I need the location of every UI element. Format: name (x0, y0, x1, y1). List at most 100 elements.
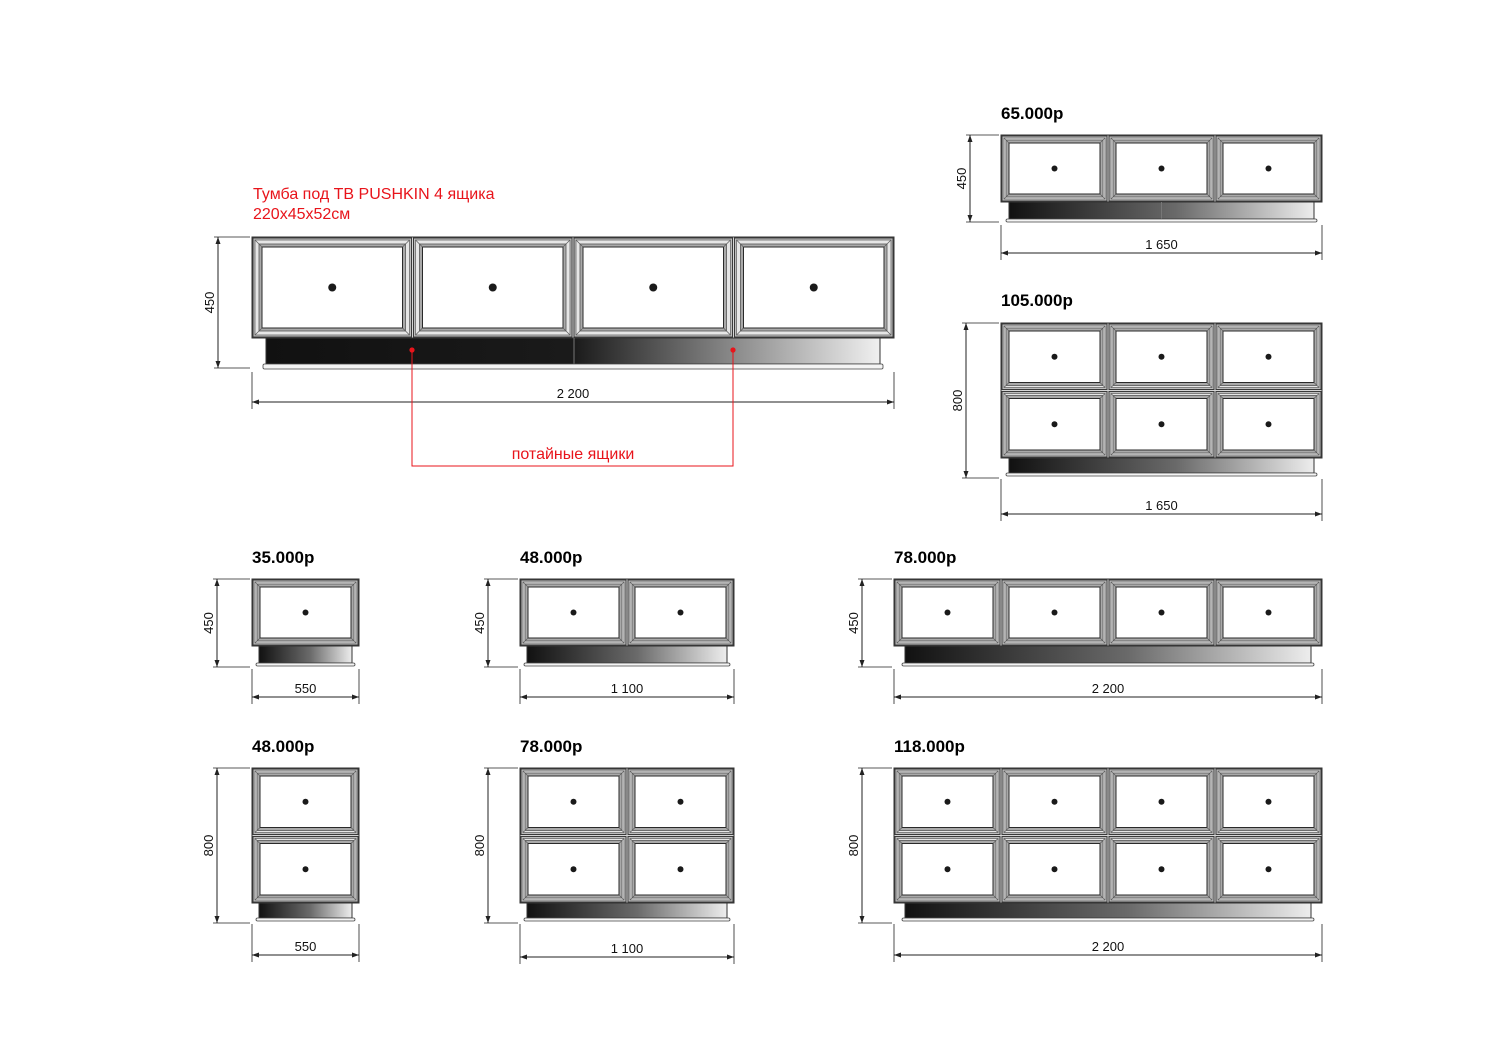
price-label: 118.000р (894, 737, 965, 756)
height-label: 450 (846, 612, 861, 634)
plinth (1008, 457, 1315, 474)
knob-icon (302, 866, 309, 873)
price-label: 48.000р (252, 737, 314, 756)
knob-icon (1158, 353, 1165, 360)
drawer-front (1215, 836, 1322, 903)
height-label: 450 (202, 292, 217, 314)
knob-icon (1051, 353, 1058, 360)
marker-dot (409, 347, 415, 353)
drawer-front (1108, 391, 1215, 458)
width-dimension: 1 100 (519, 924, 735, 964)
knob-icon (570, 798, 577, 805)
height-dimension: 800 (201, 767, 250, 924)
drawer-front (1001, 135, 1108, 202)
height-dimension: 450 (201, 578, 250, 668)
base-strip (523, 917, 731, 922)
knob-icon (570, 609, 577, 616)
width-dimension: 1 650 (1000, 479, 1323, 521)
width-label: 2 200 (1092, 681, 1125, 696)
marker-dot (730, 347, 736, 353)
drawer-front (1215, 323, 1322, 390)
width-dimension: 1 100 (519, 669, 735, 704)
knob-icon (1265, 866, 1272, 873)
drawer-front (1001, 323, 1108, 390)
height-label: 450 (472, 612, 487, 634)
base-strip (255, 662, 356, 667)
drawer-front (520, 836, 627, 903)
knob-icon (944, 798, 951, 805)
height-dimension: 450 (202, 236, 250, 369)
knob-icon (944, 866, 951, 873)
knob-icon (1158, 798, 1165, 805)
knob-icon (1158, 165, 1165, 172)
base-strip (523, 662, 731, 667)
hidden-drawers-callout (409, 347, 736, 467)
height-label: 800 (201, 835, 216, 857)
product-title: Тумба под ТВ PUSHKIN 4 ящика (253, 186, 495, 203)
price-label: 105.000р (1001, 291, 1073, 310)
drawer-front (1001, 768, 1108, 835)
drawer-front (894, 768, 1001, 835)
height-label: 800 (472, 835, 487, 857)
drawer-front (1215, 579, 1322, 646)
knob-icon (1158, 609, 1165, 616)
drawer-front (1215, 135, 1322, 202)
knob-icon (1265, 165, 1272, 172)
product-dimensions: 220х45х52см (253, 206, 350, 223)
width-label: 2 200 (1092, 939, 1125, 954)
width-dimension: 550 (251, 669, 360, 704)
base-strip (262, 363, 884, 370)
price-label: 35.000р (252, 548, 314, 567)
drawer-front (1001, 579, 1108, 646)
drawer-front (627, 836, 734, 903)
cabinet-unit-2200x450: 78.000р 450 2 200 (846, 548, 1323, 704)
knob-icon (1265, 609, 1272, 616)
drawer-front (520, 768, 627, 835)
price-label: 78.000р (520, 737, 582, 756)
height-dimension: 450 (846, 578, 892, 668)
drawer-front (1001, 391, 1108, 458)
drawer-front (1108, 323, 1215, 390)
drawer-front (1215, 768, 1322, 835)
cabinet-unit-1100x800: 78.000р 800 1 100 (472, 737, 735, 964)
width-label: 1 650 (1145, 237, 1178, 252)
knob-icon (302, 609, 309, 616)
width-dimension: 1 650 (1000, 225, 1323, 260)
price-label: 78.000р (894, 548, 956, 567)
knob-icon (944, 609, 951, 616)
drawer-front (252, 836, 359, 903)
drawer-front (627, 768, 734, 835)
width-label: 550 (295, 681, 317, 696)
knob-icon (1051, 609, 1058, 616)
height-dimension: 800 (950, 322, 999, 479)
knob-icon (1051, 165, 1058, 172)
drawer-front (1108, 135, 1215, 202)
knob-icon (1265, 353, 1272, 360)
base-strip (255, 917, 356, 922)
plinth (258, 902, 353, 919)
width-dimension: 2 200 (251, 372, 895, 409)
plinth (904, 645, 1312, 664)
price-label: 48.000р (520, 548, 582, 567)
drawer-front (573, 237, 733, 338)
base-strip (901, 917, 1315, 922)
width-dimension: 550 (251, 924, 360, 962)
width-label: 1 100 (611, 681, 644, 696)
knob-icon (809, 283, 818, 292)
height-dimension: 450 (472, 578, 518, 668)
drawer-front (1001, 836, 1108, 903)
width-dimension: 2 200 (893, 669, 1323, 704)
plinth (258, 645, 353, 664)
base-strip (1005, 218, 1318, 223)
cabinet-main-4-drawer: 450 2 200 (202, 236, 895, 467)
drawer-front (1215, 391, 1322, 458)
drawer-front (1108, 836, 1215, 903)
base-strip (901, 662, 1315, 667)
height-dimension: 800 (472, 767, 518, 924)
height-label: 800 (950, 390, 965, 412)
knob-icon (1051, 866, 1058, 873)
